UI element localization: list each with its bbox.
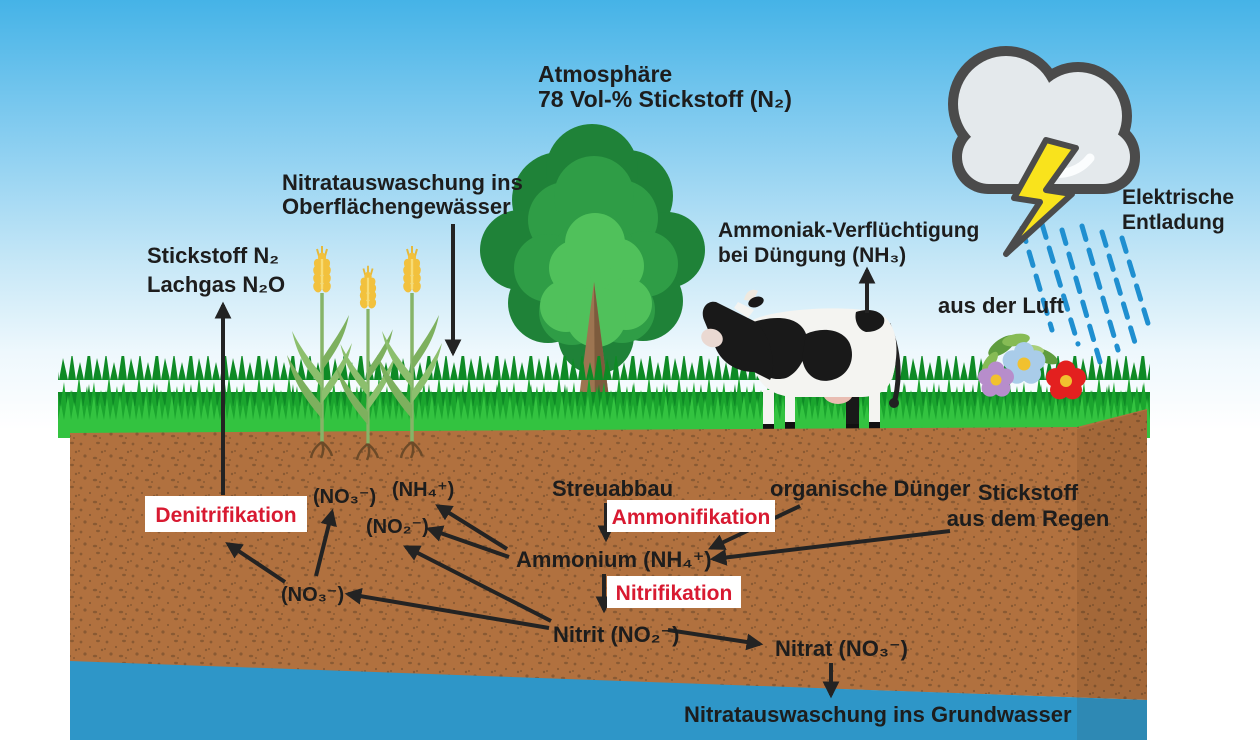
cow-icon [701,289,901,432]
soil-block [70,409,1147,700]
denitrification-label: Denitrifikation [155,504,296,527]
no2-label: (NO₂⁻) [366,516,429,538]
arrow-ammonium-to-no2 [425,525,510,559]
groundwater-layer [70,661,1147,740]
process-boxes: Denitrifikation Ammonifikation Nitrifika… [145,496,775,608]
ammonia-label-line2: bei Düngung (NH₃) [718,244,906,267]
lightning-icon [1003,137,1079,257]
nitrification-label: Nitrifikation [616,582,733,605]
atmosphere-title-line1: Atmosphäre [538,61,672,87]
surface-leaching-label-line2: Oberflächengewässer [282,194,511,219]
ammonification-box [607,500,775,532]
atmosphere-title-line2: 78 Vol-% Stickstoff (N₂) [538,86,792,112]
rain-nitrogen-label-line1: Stickstoff [978,480,1079,505]
denitrification-box [145,496,307,532]
nitrat-label: Nitrat (NO₃⁻) [775,636,908,661]
arrow-nitrit-to-no2 [403,545,552,623]
electric-discharge-label-line1: Elektrische [1122,186,1234,209]
sky-labels: Atmosphäre 78 Vol-% Stickstoff (N₂) Elek… [147,61,1234,318]
surface-leaching-label-line1: Nitratauswaschung ins [282,170,523,195]
rain-nitrogen-label-line2: aus dem Regen [947,506,1110,531]
nitrification-box [607,576,741,608]
arrow-no3-lower-to-no3-upper [314,508,337,577]
no3-lower-label: (NO₃⁻) [281,584,344,606]
flowers-icon [978,333,1086,400]
nitrit-label: Nitrit (NO₂⁻) [553,622,679,647]
nh4-upper-label: (NH₄⁺) [392,479,454,501]
streuabbau-label: Streuabbau [552,476,673,501]
arrow-ammonium-to-nh4 [435,504,509,551]
arrow-no3-to-denitrification [225,542,287,584]
ammonium-label: Ammonium (NH₄⁺) [516,547,712,572]
arrow-nitrit-to-no3-lower [344,587,550,630]
rain-dashes-icon [1019,221,1153,365]
ammonia-label-line1: Ammoniak-Verflüchtigung [718,219,979,242]
no3-upper-label: (NO₃⁻) [313,486,376,508]
groundwater-leaching-label: Nitratauswaschung ins Grundwasser [684,702,1072,727]
flow-arrows [214,224,951,699]
electric-discharge-label-line2: Entladung [1122,211,1225,234]
arrow-nitrit-to-nitrat [667,628,764,651]
soil-side-face [1077,410,1147,740]
arrow-rain-nitrogen-to-ammonium [709,529,951,566]
organic-fertilizer-label: organische Dünger [770,476,971,501]
nitrogen-gas-label-line1: Stickstoff N₂ [147,243,279,268]
from-air-label: aus der Luft [938,293,1065,318]
nitrogen-gas-label-line2: Lachgas N₂O [147,272,285,297]
ammonification-label: Ammonifikation [612,506,771,529]
soil-labels: (NO₃⁻) (NH₄⁺) (NO₂⁻) (NO₃⁻) Streuabbau A… [281,476,1109,727]
